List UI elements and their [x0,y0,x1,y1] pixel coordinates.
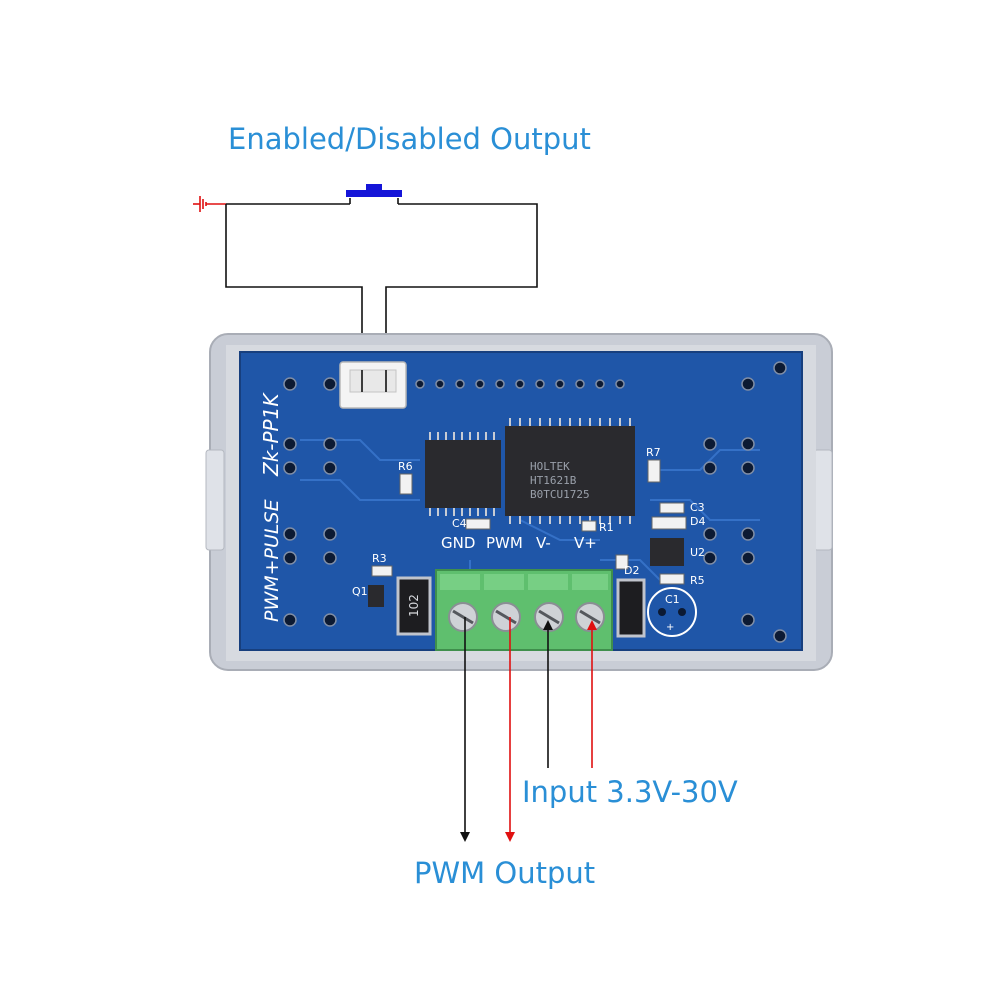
terminal-screw-v-minus [534,602,564,632]
board-vertical-text: Zk-PP1K PWM+PULSE [259,392,283,622]
diode-d2 [616,578,646,638]
terminal-label-v-plus: V+ [574,534,597,552]
jst-connector [339,361,407,409]
terminal-labels: GND PWM V- V+ [441,534,597,552]
v-minus-input-wire [543,620,553,768]
chip-small [425,432,501,516]
terminal-label-v-minus: V- [536,534,551,552]
designator-r3: R3 [372,552,387,565]
designator-d2: D2 [624,564,639,577]
designator-r6: R6 [398,460,413,473]
pin-headers [283,361,787,643]
designator-r1: R1 [599,521,614,534]
smd-resistor-102: 102 [396,576,432,636]
chip-main: HOLTEK HT1621B B0TCU1725 [505,418,635,524]
designator-c1: C1 [665,593,680,606]
terminal-screw-pwm [491,602,521,632]
input-range-label: Input 3.3V-30V [522,775,738,809]
designator-c3: C3 [690,501,705,514]
v-plus-input-wire [587,620,597,768]
resistor-marking: 102 [407,594,421,617]
terminal-label-pwm: PWM [486,534,523,552]
designator-r5: R5 [690,574,705,587]
designator-r7: R7 [646,446,661,459]
terminal-block [435,569,613,651]
gnd-output-wire [460,617,470,842]
designator-c4: C4 [452,517,467,530]
designator-u2: U2 [690,546,705,559]
terminal-screw-v-plus [575,602,605,632]
board-name: PWM+PULSE [261,499,283,622]
small-components: R6 R7 R3 R1 R5 C4 C3 C1 D4 D2 U2 Q1 [352,446,705,607]
designator-d4: D4 [690,515,705,528]
ground-icon [193,196,226,212]
chip-main-line-2: HT1621B [530,474,577,487]
chip-main-line-1: HOLTEK [530,460,570,473]
c1-plus: + [666,622,674,633]
push-button-icon[interactable] [346,184,402,197]
switch-output-label: Enabled/Disabled Output [228,122,591,156]
terminal-label-gnd: GND [441,534,475,552]
designator-q1: Q1 [352,585,368,598]
pwm-output-label: PWM Output [414,856,596,890]
chip-main-line-3: B0TCU1725 [530,488,590,501]
pwm-output-wire [505,617,515,842]
board-model: Zk-PP1K [259,392,283,477]
capacitor-c1: + [647,587,697,637]
terminal-screw-gnd [448,602,478,632]
